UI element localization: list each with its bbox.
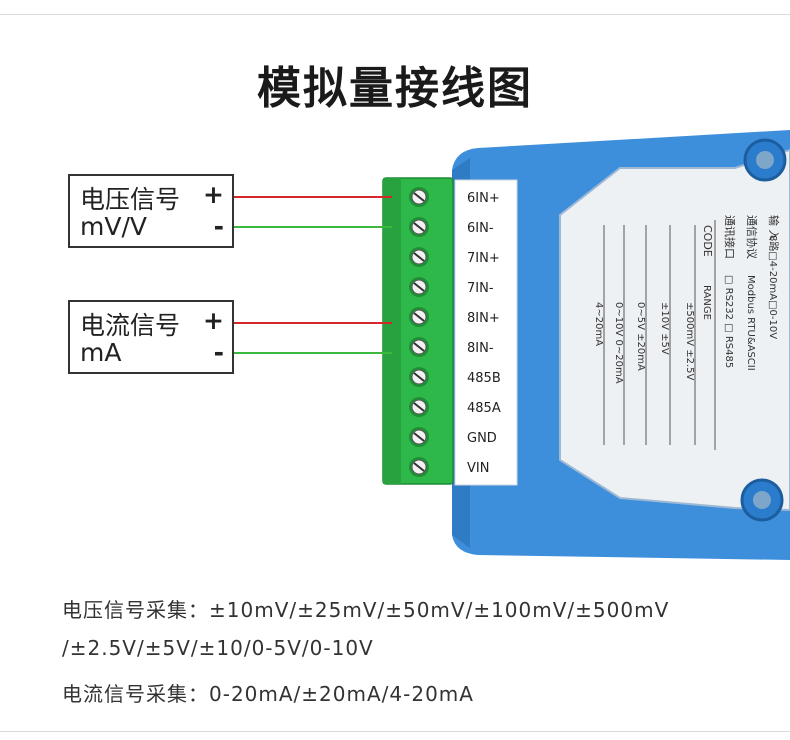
terminal-label-7in: 7IN+ bbox=[467, 251, 500, 266]
module-interface-value: □ RS232 □ RS485 bbox=[723, 275, 734, 368]
voltage-signal-unit: mV/V bbox=[80, 212, 147, 241]
terminal-label-strip bbox=[454, 179, 518, 486]
page-title: 模拟量接线图 bbox=[257, 63, 533, 114]
module-col-protocol: 通信协议 bbox=[745, 215, 759, 259]
current-caption: 电流信号采集：0-20mA/±20mA/4-20mA bbox=[62, 682, 474, 706]
module-label-panel bbox=[559, 148, 790, 512]
module-range-value: 4~20mA bbox=[593, 302, 604, 346]
current-minus-sign: - bbox=[213, 338, 224, 367]
top-divider bbox=[0, 14, 790, 15]
terminal-label-8in: 8IN- bbox=[467, 341, 494, 356]
terminal-label-6in: 6IN+ bbox=[467, 191, 500, 206]
module-range-header: RANGE bbox=[701, 285, 712, 320]
module-range-value: ±10V ±5V bbox=[659, 302, 670, 355]
voltage-signal-label: 电压信号 bbox=[80, 185, 181, 214]
terminal-label-485a: 485A bbox=[467, 401, 501, 416]
voltage-caption-line1: 电压信号采集：±10mV/±25mV/±50mV/±100mV/±500mV bbox=[62, 598, 670, 622]
terminal-label-8in: 8IN+ bbox=[467, 311, 500, 326]
current-signal-label: 电流信号 bbox=[80, 311, 181, 340]
voltage-caption-line2: /±2.5V/±5V/±10/0-5V/0-10V bbox=[62, 636, 374, 660]
module-range-value: ±500mV ±2.5V bbox=[684, 302, 695, 381]
module-input-value: 8路□4-20mA□0-10V bbox=[767, 235, 780, 339]
module-col-input: 输 入 bbox=[767, 215, 781, 241]
voltage-minus-sign: - bbox=[213, 212, 224, 241]
terminal-label-6in: 6IN- bbox=[467, 221, 494, 236]
voltage-signal-box: 电压信号 mV/V + - bbox=[68, 174, 234, 248]
terminal-label-7in: 7IN- bbox=[467, 281, 494, 296]
bottom-divider bbox=[0, 731, 790, 732]
current-plus-sign: + bbox=[203, 306, 224, 335]
terminal-label-vin: VIN bbox=[467, 461, 489, 476]
current-signal-unit: mA bbox=[80, 338, 122, 367]
voltage-plus-sign: + bbox=[203, 180, 224, 209]
module-protocol-value: Modbus RTU&ASCII bbox=[745, 275, 756, 371]
module-range-value: 0~5V ±20mA bbox=[635, 302, 646, 371]
module-col-interface: 通讯接口 bbox=[723, 215, 736, 259]
module-range-value: 0~10V 0~20mA bbox=[613, 302, 624, 384]
terminal-label-gnd: GND bbox=[467, 431, 497, 446]
module-col-code: CODE bbox=[701, 225, 714, 257]
terminal-label-485b: 485B bbox=[467, 371, 501, 386]
current-signal-box: 电流信号 mA + - bbox=[68, 300, 234, 374]
